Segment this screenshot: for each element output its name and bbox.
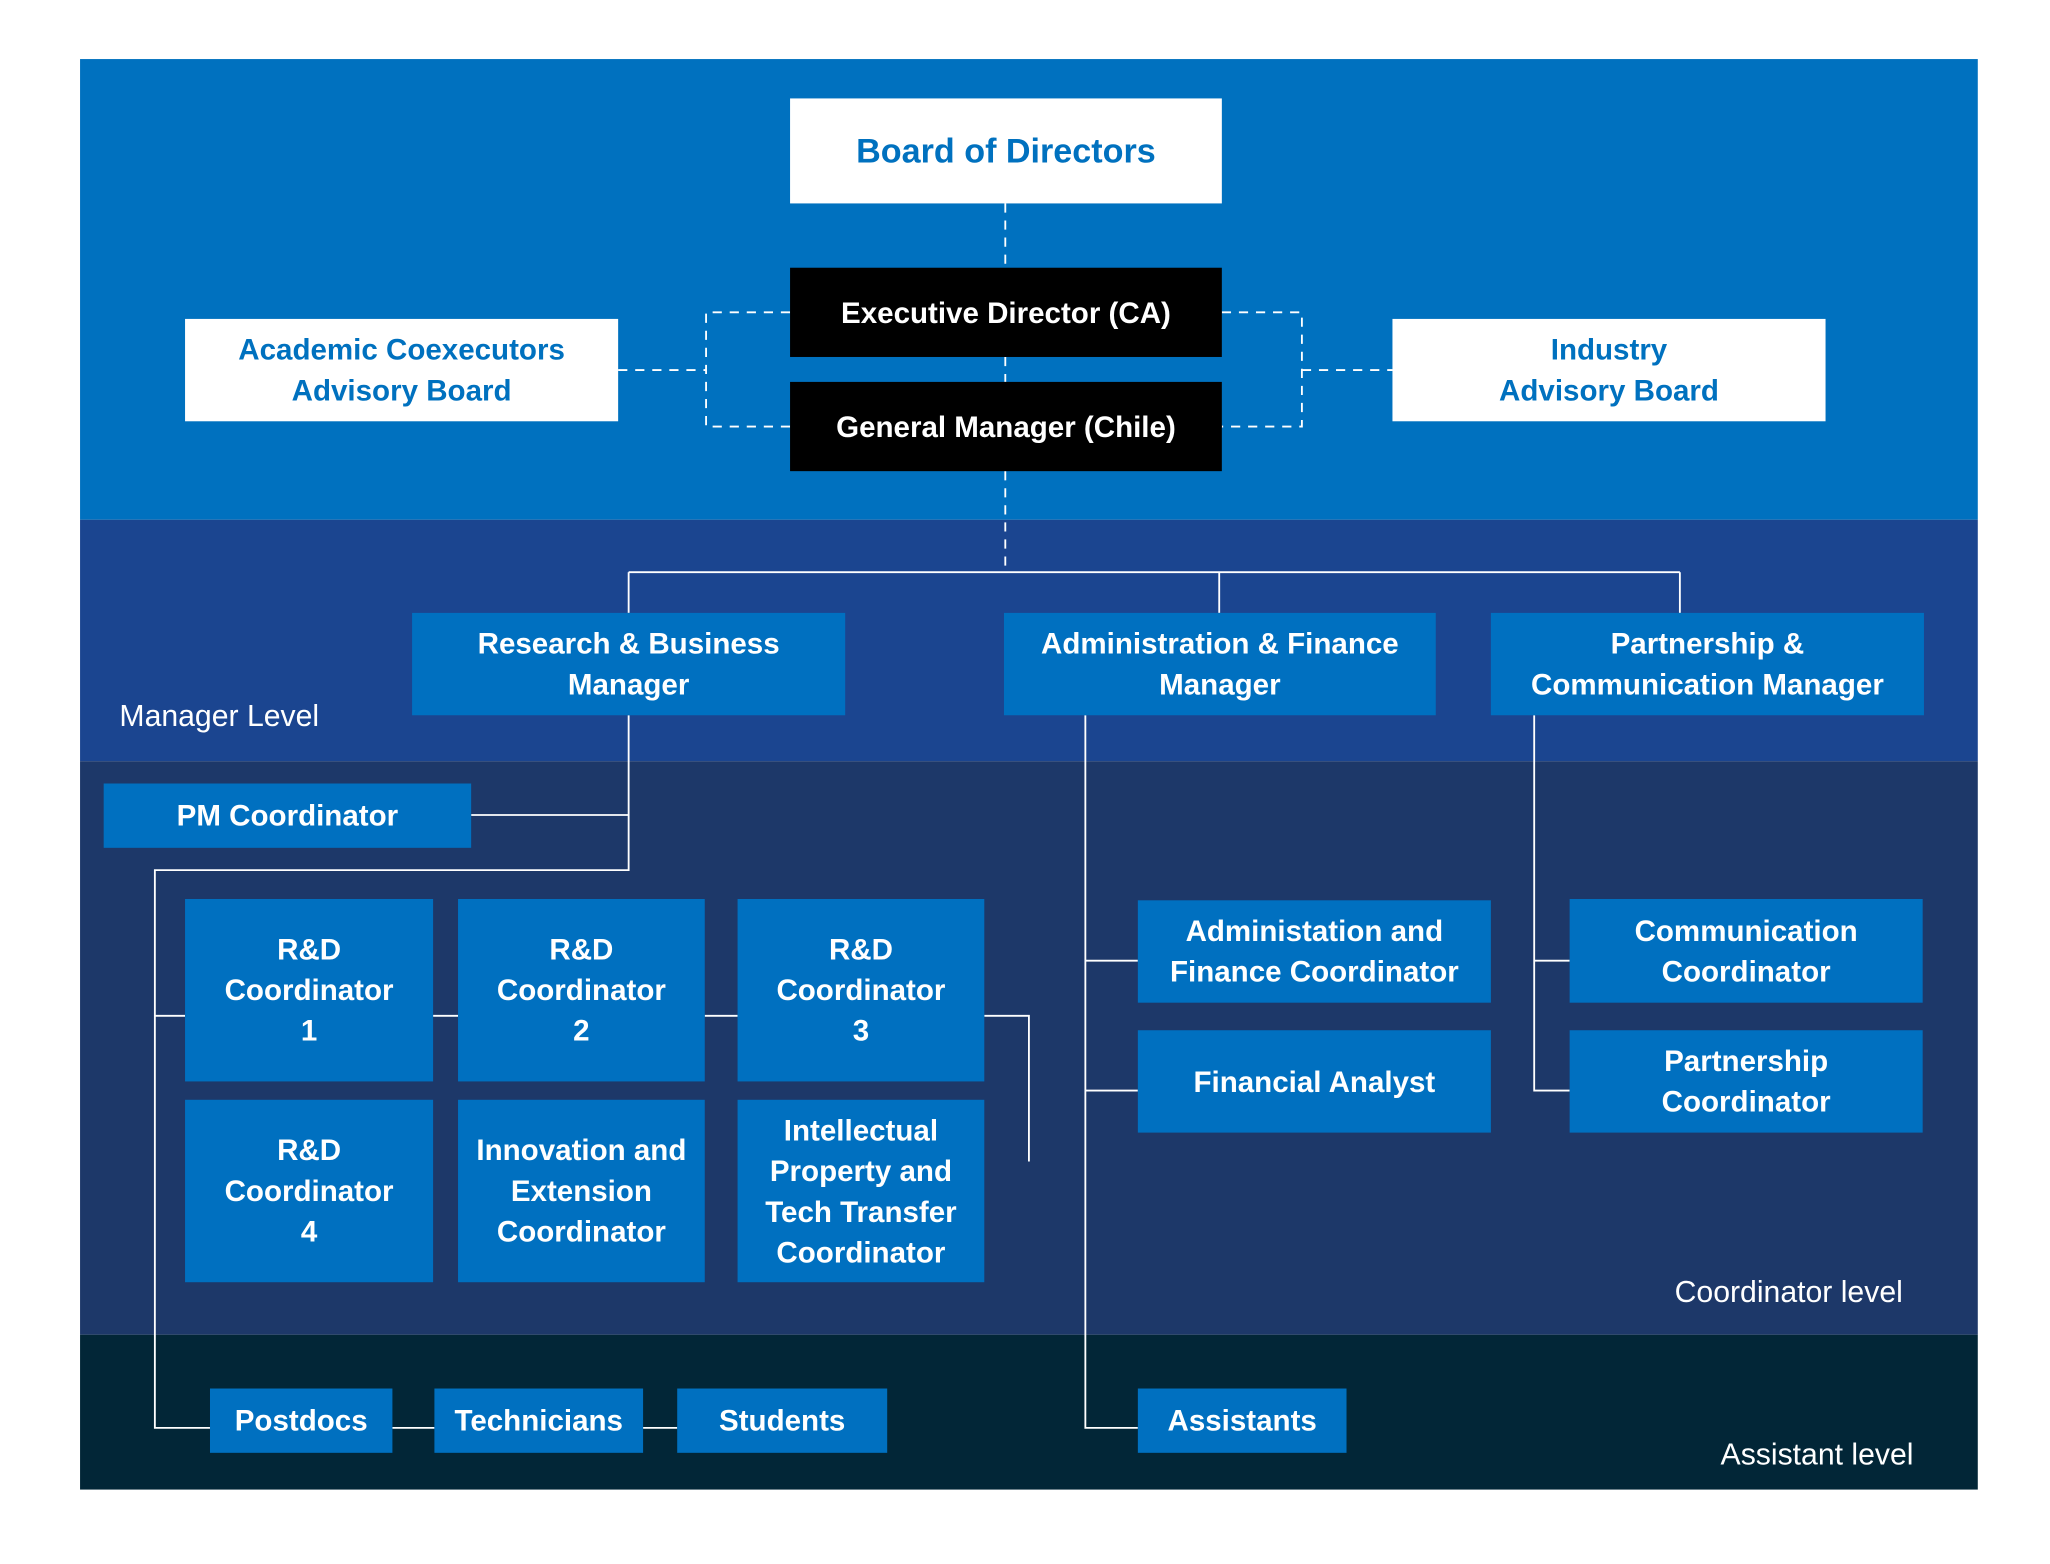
postdocs-box: Postdocs xyxy=(209,1388,393,1453)
pm-coordinator-box: PM Coordinator xyxy=(103,783,472,848)
board-of-directors-box: Board of Directors xyxy=(790,98,1222,204)
assistant-band xyxy=(80,1334,1978,1490)
partnership-communication-manager-box: Partnership & Communication Manager xyxy=(1490,612,1924,716)
admin-finance-coordinator-box: Administation and Finance Coordinator xyxy=(1137,900,1491,1003)
communication-coordinator-box: Communication Coordinator xyxy=(1569,898,1923,1003)
dashed-connectors xyxy=(618,203,1393,573)
rd-coordinator-4-box: R&D Coordinator 4 xyxy=(185,1099,434,1283)
research-business-manager-box: Research & Business Manager xyxy=(412,612,846,716)
general-manager-box: General Manager (Chile) xyxy=(790,381,1222,472)
innovation-extension-coordinator-box: Innovation and Extension Coordinator xyxy=(458,1099,705,1283)
rd-coordinator-3-box: R&D Coordinator 3 xyxy=(737,898,985,1082)
manager-level-label: Manager Level xyxy=(119,698,320,733)
industry-advisory-board-box: Industry Advisory Board xyxy=(1392,318,1826,422)
academic-advisory-board-box: Academic Coexecutors Advisory Board xyxy=(185,318,619,422)
executive-director-box: Executive Director (CA) xyxy=(790,267,1222,357)
assistant-level-label: Assistant level xyxy=(1720,1437,1914,1472)
technicians-box: Technicians xyxy=(434,1388,644,1453)
students-box: Students xyxy=(677,1388,888,1453)
rd-coordinator-1-box: R&D Coordinator 1 xyxy=(185,898,434,1082)
partnership-coordinator-box: Partnership Coordinator xyxy=(1569,1030,1923,1133)
administration-finance-manager-box: Administration & Finance Manager xyxy=(1003,612,1436,716)
ip-tech-transfer-coordinator-box: Intellectual Property and Tech Transfer … xyxy=(737,1099,985,1283)
assistants-box: Assistants xyxy=(1137,1388,1347,1453)
rd-coordinator-2-box: R&D Coordinator 2 xyxy=(458,898,705,1082)
solid-connectors xyxy=(153,571,1681,1429)
financial-analyst-box: Financial Analyst xyxy=(1137,1030,1491,1133)
coordinator-level-label: Coordinator level xyxy=(1674,1274,1903,1309)
